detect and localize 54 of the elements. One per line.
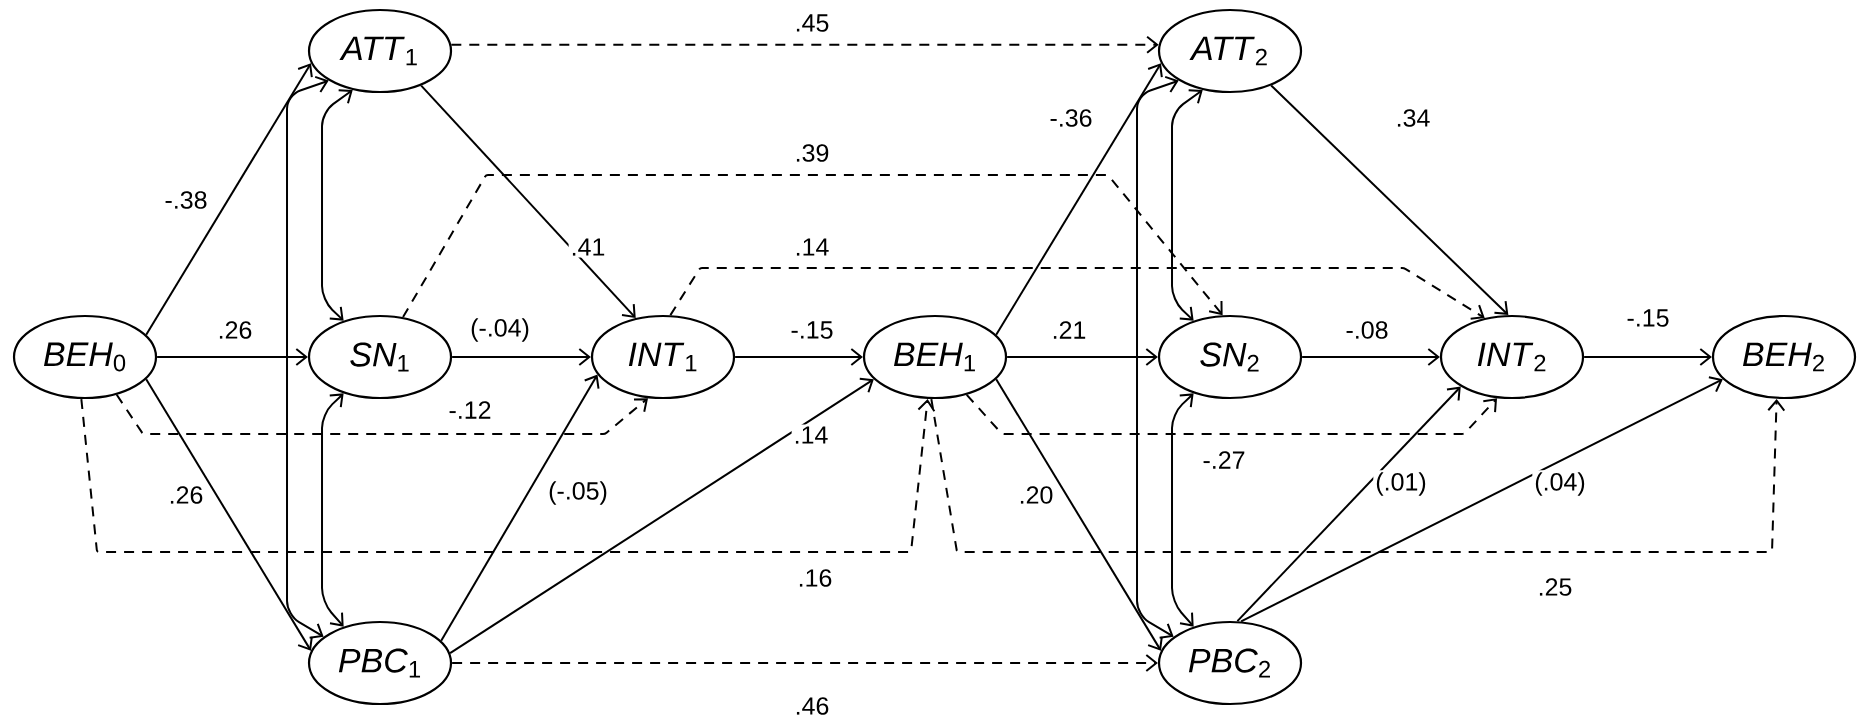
edge-label: .41 xyxy=(568,236,608,258)
path-arrow xyxy=(440,374,600,642)
path-arrow xyxy=(1583,348,1712,366)
path-arrow xyxy=(734,348,863,366)
edge-label: -.36 xyxy=(1047,107,1095,129)
dashed-arrow xyxy=(965,393,1498,435)
dashed-arrow xyxy=(450,35,1159,54)
path-arrow xyxy=(995,378,1163,651)
edge-label: .21 xyxy=(1049,319,1089,341)
path-arrow xyxy=(1236,386,1461,623)
path-arrow xyxy=(995,63,1163,336)
edge-label: (-.04) xyxy=(468,316,532,344)
path-arrow xyxy=(449,377,874,655)
path-arrow xyxy=(451,348,591,366)
path-arrow xyxy=(1240,376,1723,623)
path-arrow xyxy=(1301,348,1440,366)
path-arrow xyxy=(145,378,313,651)
dashed-arrow xyxy=(451,654,1158,672)
double-headed-arrow xyxy=(321,393,344,627)
edge-label: .16 xyxy=(795,567,835,589)
edge-label: -.15 xyxy=(1624,307,1672,329)
edge-label: .39 xyxy=(792,142,832,164)
edge-label: (-.05) xyxy=(546,479,610,507)
path-arrow xyxy=(420,84,636,319)
edge-label: .14 xyxy=(792,236,832,258)
double-headed-arrow xyxy=(1171,393,1194,627)
edge-label: -.38 xyxy=(162,189,210,211)
edge-label: (.01) xyxy=(1373,470,1429,498)
edge-label: .14 xyxy=(791,424,831,446)
double-headed-arrow xyxy=(321,89,353,321)
path-arrow xyxy=(156,348,308,366)
edge-label: .20 xyxy=(1016,484,1056,506)
edge-label: (.04) xyxy=(1532,470,1588,498)
dashed-arrow xyxy=(930,398,1786,553)
path-arrow xyxy=(145,63,313,336)
dashed-arrow xyxy=(115,393,649,435)
path-arrow xyxy=(1006,348,1158,366)
double-headed-arrow xyxy=(286,75,329,639)
edge-label: .34 xyxy=(1393,107,1433,129)
double-headed-arrow xyxy=(1171,89,1203,321)
edge-label: .25 xyxy=(1535,576,1575,598)
dashed-arrow xyxy=(669,267,1485,320)
dashed-arrow xyxy=(402,174,1223,319)
edge-label: .26 xyxy=(166,484,206,506)
path-arrow xyxy=(1270,84,1509,315)
edge-label: -.27 xyxy=(1200,449,1248,471)
edge-label: -.15 xyxy=(788,319,836,341)
edge-label: .45 xyxy=(792,12,832,34)
edge-label: -.12 xyxy=(446,399,494,421)
edge-label: .26 xyxy=(215,319,255,341)
double-headed-arrow xyxy=(1136,75,1179,639)
edge-label: -.08 xyxy=(1343,319,1391,341)
dashed-arrow xyxy=(80,398,936,553)
edge-label: .46 xyxy=(792,695,832,717)
